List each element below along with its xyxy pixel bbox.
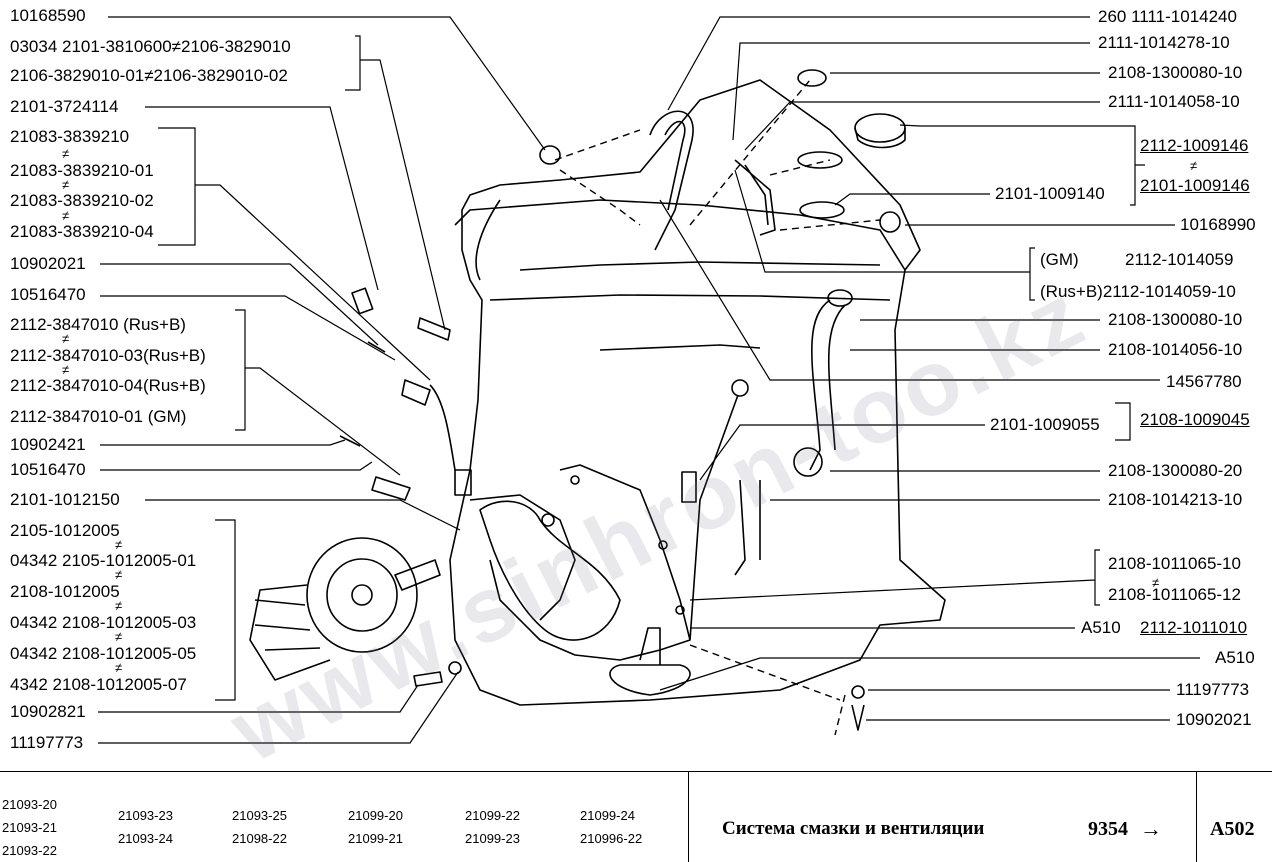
section-code: A502 [1210, 818, 1255, 840]
oil-filter [249, 537, 418, 681]
label-left-14: 2112-3847010-01 (GM) [10, 407, 187, 426]
model-code: 21099-21 [348, 831, 403, 846]
label-left-4: 2101-3724114 [10, 97, 119, 116]
model-code: 21093-25 [232, 808, 287, 823]
neq-mark: ≠ [115, 629, 123, 644]
label-left-3: 2106-3829010-01≠2106-3829010-02 [10, 66, 288, 85]
label-right-17: 2108-1300080-20 [1108, 461, 1243, 480]
label-left-17: 2101-1012150 [10, 490, 120, 509]
footer-separator [688, 771, 689, 862]
model-code: 21093-21 [2, 820, 57, 835]
model-code: 21093-23 [118, 808, 173, 823]
label-right-12: 2108-1300080-10 [1108, 310, 1243, 329]
neq-mark: ≠ [115, 598, 123, 613]
model-code: 21093-22 [2, 843, 57, 858]
dipstick [689, 394, 739, 641]
label-right-23: A510 [1215, 648, 1255, 667]
footer-divider [0, 771, 1272, 772]
breather-hose-main [809, 299, 831, 471]
label-left-24: 10902821 [10, 702, 86, 721]
neq-mark: ≠ [115, 567, 123, 582]
label-left-13: 2112-3847010-04(Rus+B) [10, 376, 206, 395]
label-left-8: 21083-3839210-04 [10, 222, 154, 241]
label-right-24: 11197773 [1176, 680, 1250, 699]
cylinder-head [454, 199, 906, 271]
label-right-25: 10902021 [1176, 710, 1252, 729]
label-right-2: 2111-1014278-10 [1098, 33, 1230, 52]
label-right-3: 2108-1300080-10 [1108, 63, 1243, 82]
label-left-23: 4342 2108-1012005-07 [10, 675, 187, 694]
neq-mark: ≠ [62, 177, 70, 192]
label-right-8: 10168990 [1180, 215, 1256, 234]
label-left-25: 11197773 [10, 733, 84, 752]
arrow-icon: → [1140, 816, 1162, 841]
label-left-12: 2112-3847010-03(Rus+B) [10, 346, 206, 365]
label-right-7: 2101-1009140 [995, 184, 1105, 203]
label-right-20: 2108-1011065-12 [1108, 585, 1241, 604]
label-left-22: 04342 2108-1012005-05 [10, 644, 197, 663]
label-right-21: A510 [1081, 618, 1121, 637]
neq-mark: ≠ [62, 208, 70, 223]
model-code: 210996-22 [580, 831, 643, 846]
label-left-18: 2105-1012005 [10, 521, 120, 540]
label-right-5: 2112-1009146 [1140, 136, 1249, 155]
label-left-19: 04342 2105-1012005-01 [10, 551, 197, 570]
label-right-18: 2108-1014213-10 [1108, 490, 1243, 509]
footer-separator [1196, 771, 1197, 862]
label-right-10: 2112-1014059 [1125, 250, 1234, 269]
label-right-22: 2112-1011010 [1140, 618, 1248, 637]
engine-block-outline [449, 79, 946, 706]
label-right-19: 2108-1011065-10 [1108, 554, 1241, 573]
label-left-21: 04342 2108-1012005-03 [10, 613, 197, 632]
label-right-11: (Rus+B)2112-1014059-10 [1040, 282, 1236, 301]
neq-mark: ≠ [62, 146, 70, 161]
label-left-10: 10516470 [10, 285, 86, 304]
section-title: Система смазки и вентиляции [722, 818, 985, 839]
breather-hose-right [734, 159, 776, 236]
label-right-1: 260 1111-1014240 [1098, 7, 1237, 26]
label-left-5: 21083-3839210 [10, 127, 130, 146]
breather-hose-upper [649, 110, 694, 251]
label-left-16: 10516470 [10, 460, 86, 479]
model-code: 21093-20 [2, 797, 57, 812]
clutch-housing [489, 464, 691, 661]
oil-pump [479, 500, 621, 641]
label-left-6: 21083-3839210-01 [10, 161, 154, 180]
neq-mark: ≠ [1190, 158, 1198, 173]
neq-mark: ≠ [115, 537, 123, 552]
label-right-15: 2101-1009055 [990, 415, 1100, 434]
neq-mark: ≠ [62, 331, 70, 346]
label-left-2: 03034 2101-3810600≠2106-3829010 [10, 37, 291, 56]
label-right-6: 2101-1009146 [1140, 176, 1250, 195]
label-left-11: 2112-3847010 (Rus+B) [10, 315, 186, 334]
label-left-15: 10902421 [10, 435, 86, 454]
label-right-13: 2108-1014056-10 [1108, 340, 1243, 359]
model-code: 21099-22 [465, 808, 520, 823]
label-right-16: 2108-1009045 [1140, 410, 1250, 429]
oil-pan [609, 664, 691, 696]
label-left-7: 21083-3839210-02 [10, 191, 154, 210]
neq-mark: ≠ [62, 362, 70, 377]
page-code: 9354 [1088, 818, 1128, 840]
neq-mark: ≠ [115, 660, 123, 675]
label-left-9: 10902021 [10, 254, 86, 273]
model-code: 21099-23 [465, 831, 520, 846]
label-right-4: 2111-1014058-10 [1108, 92, 1240, 111]
label-right-9: (GM) [1040, 250, 1079, 269]
label-left-20: 2108-1012005 [10, 582, 120, 601]
oil-filler-cap [854, 113, 906, 143]
model-code: 21099-20 [348, 808, 403, 823]
model-code: 21098-22 [232, 831, 287, 846]
model-code: 21093-24 [118, 831, 173, 846]
label-right-14: 14567780 [1166, 372, 1242, 391]
neq-mark: ≠ [1152, 575, 1160, 590]
label-left-1: 10168590 [10, 6, 86, 25]
model-code: 21099-24 [580, 808, 635, 823]
